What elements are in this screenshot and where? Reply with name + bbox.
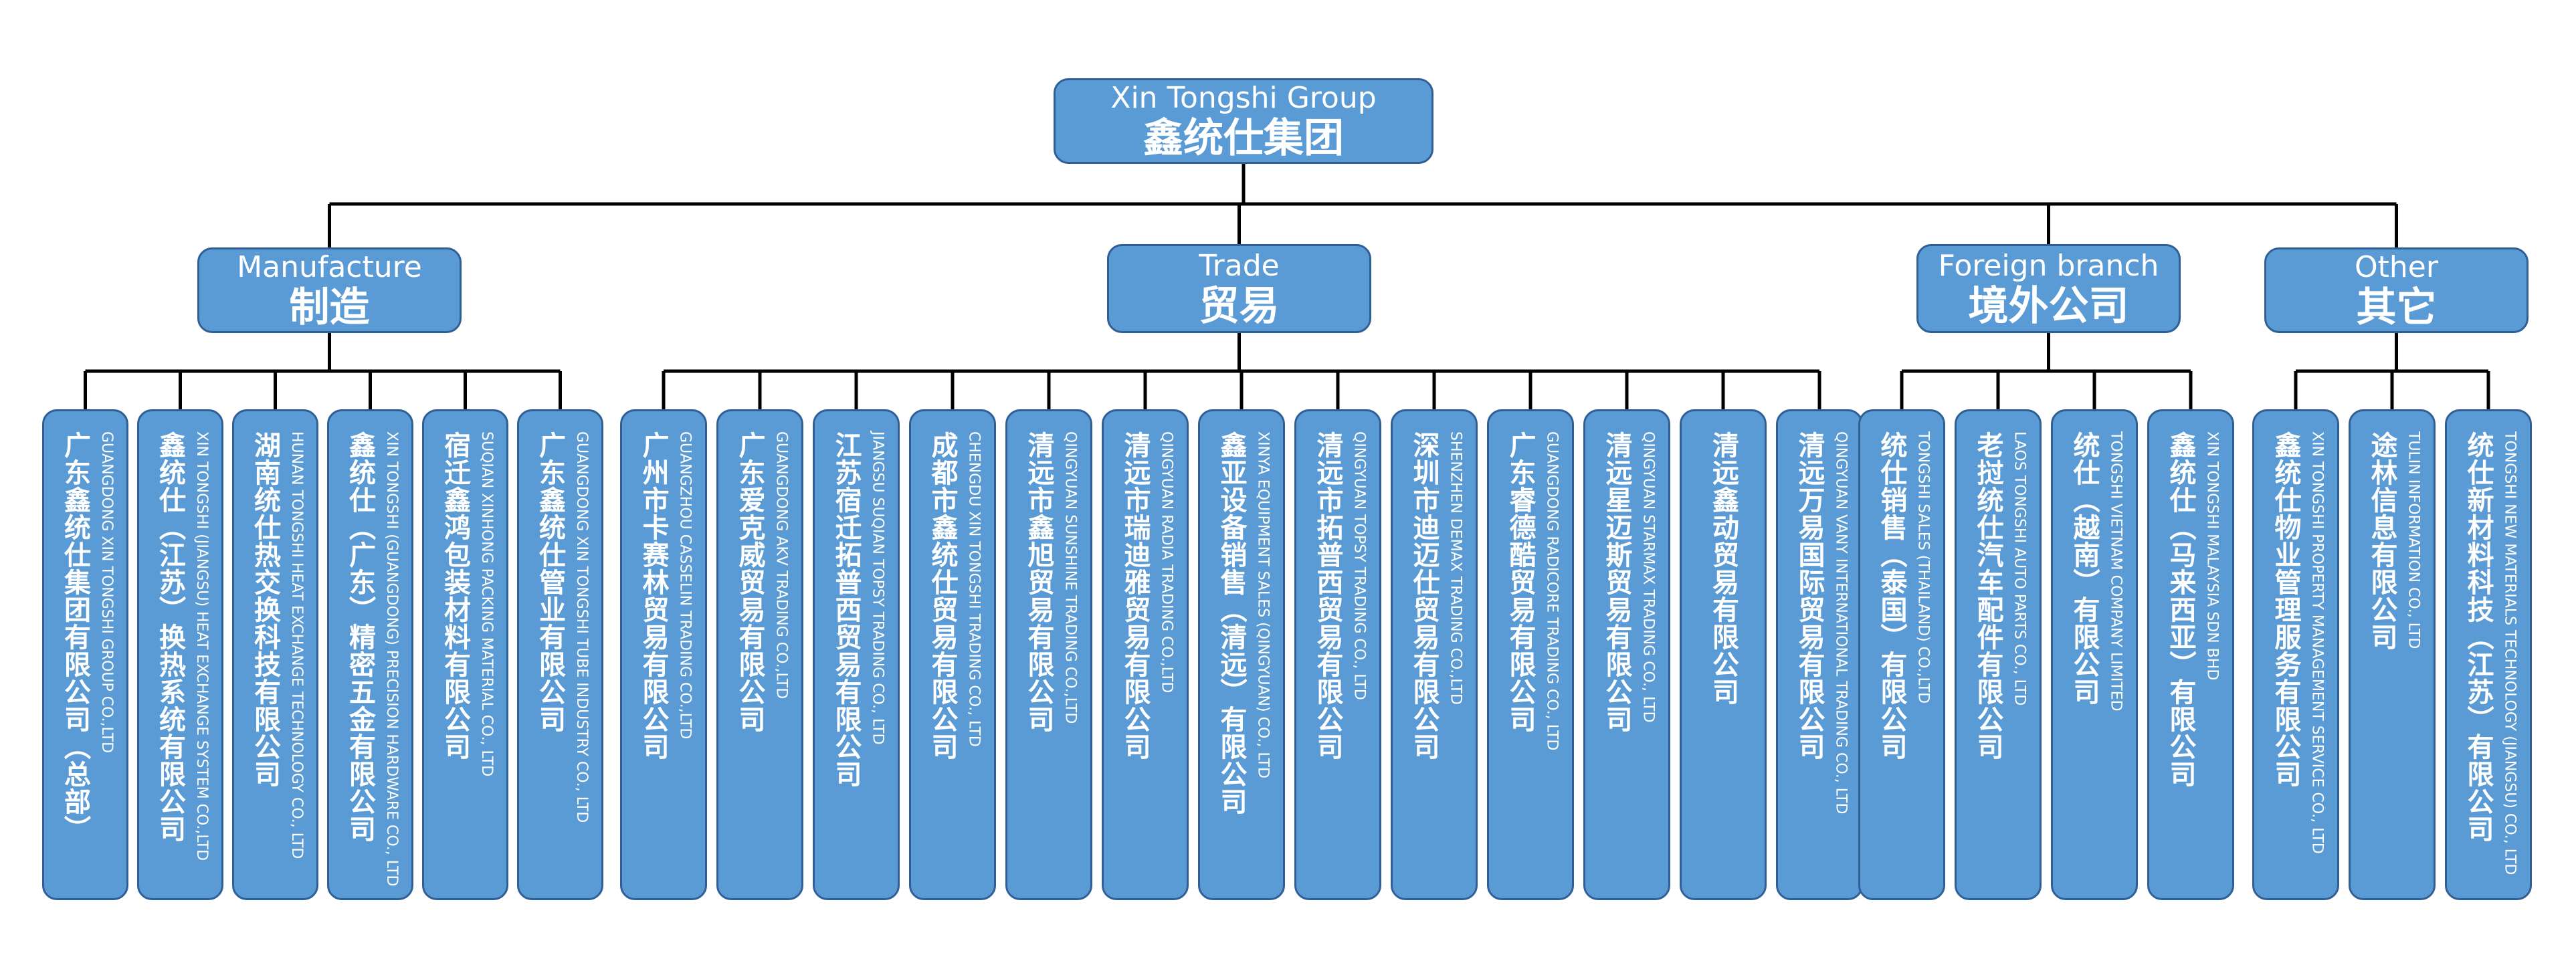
category-name-en: Trade [1199, 248, 1280, 283]
company-name-en: TULIN INFORMATION CO., LTD [2405, 431, 2422, 649]
company-name-en: TONGSHI SALES (THAILAND) CO.,LTD [1914, 431, 1932, 704]
company-name-zh: 鑫统仕（广东）精密五金有限公司 [344, 431, 375, 843]
company-name-en: TONGSHI NEW MATERIALS TECHNOLOGY (JIANGS… [2501, 431, 2518, 875]
company-name-en: XIN TONGSHI (GUANGDONG) PRECISION HARDWA… [383, 431, 400, 887]
company-name-zh: 广东鑫统仕集团有限公司（总部） [60, 431, 90, 843]
company-name-zh: 成都市鑫统仕贸易有限公司 [926, 431, 958, 760]
company-name-zh: 清远鑫动贸易有限公司 [1708, 431, 1739, 706]
company-node-trade[interactable]: SHENZHEN DEMAX TRADING CO.,LTD 深圳市迪迈仕贸易有限… [1391, 409, 1478, 900]
category-name-zh: 其它 [2356, 284, 2437, 331]
company-node-trade[interactable]: GUANGDONG AKV TRADING CO.,LTD 广东爱克威贸易有限公司 [716, 409, 803, 900]
company-node-manufacture[interactable]: XIN TONGSHI (GUANGDONG) PRECISION HARDWA… [327, 409, 413, 900]
company-name-zh: 广东鑫统仕管业有限公司 [534, 431, 565, 733]
company-node-other[interactable]: TULIN INFORMATION CO., LTD 途林信息有限公司 [2349, 409, 2436, 900]
root-name-en: Xin Tongshi Group [1110, 81, 1377, 115]
company-name-en: QINGYUAN VANY INTERNATIONAL TRADING CO.,… [1832, 431, 1850, 815]
company-node-trade[interactable]: 清远鑫动贸易有限公司 [1680, 409, 1767, 900]
company-name-zh: 广东睿德酷贸易有限公司 [1504, 431, 1536, 733]
company-node-foreign[interactable]: TONGSHI SALES (THAILAND) CO.,LTD 统仕销售（泰国）… [1858, 409, 1945, 900]
company-name-en: XIN TONGSHI MALAYSIA SDN BHD [2203, 431, 2221, 681]
company-name-en: TONGSHI VIETNAM COMPANY LIMITED [2107, 431, 2124, 712]
company-node-manufacture[interactable]: HUNAN TONGSHI HEAT EXCHANGE TECHNOLOGY C… [232, 409, 318, 900]
category-name-en: Other [2355, 250, 2438, 284]
company-name-zh: 途林信息有限公司 [2366, 431, 2397, 651]
company-name-en: GUANGDONG AKV TRADING CO.,LTD [773, 431, 790, 700]
company-name-zh: 统仕销售（泰国）有限公司 [1876, 431, 1907, 760]
company-name-en: QINGYUAN STARMAX TRADING CO., LTD [1640, 431, 1657, 723]
company-node-trade[interactable]: QINGYUAN VANY INTERNATIONAL TRADING CO.,… [1776, 409, 1863, 900]
company-name-zh: 清远市鑫旭贸易有限公司 [1023, 431, 1054, 733]
company-node-other[interactable]: XIN TONGSHI PROPERTY MANAGEMENT SERVICE … [2252, 409, 2339, 900]
company-node-other[interactable]: TONGSHI NEW MATERIALS TECHNOLOGY (JIANGS… [2445, 409, 2532, 900]
company-node-trade[interactable]: JIANGSU SUQIAN TOPSY TRADING CO., LTD 江苏宿… [813, 409, 900, 900]
company-node-trade[interactable]: GUANGZHOU CASSELIN TRADING CO.,LTD 广州市卡赛林… [620, 409, 707, 900]
company-name-zh: 统仕（越南）有限公司 [2068, 431, 2100, 706]
category-other[interactable]: Other 其它 [2264, 247, 2529, 333]
company-node-trade[interactable]: XINYA EQUIPMENT SALES (QINGYUAN) CO., LT… [1198, 409, 1285, 900]
company-node-foreign[interactable]: XIN TONGSHI MALAYSIA SDN BHD 鑫统仕（马来西亚）有限公… [2147, 409, 2234, 900]
category-name-en: Foreign branch [1938, 248, 2159, 283]
company-name-zh: 统仕新材料科技（江苏）有限公司 [2462, 431, 2494, 843]
company-name-zh: 深圳市迪迈仕贸易有限公司 [1408, 431, 1440, 760]
company-node-trade[interactable]: CHENGDU XIN TONGSHI TRADING CO., LTD 成都市鑫… [909, 409, 996, 900]
company-name-zh: 清远市拓普西贸易有限公司 [1312, 431, 1343, 760]
company-name-zh: 湖南统仕热交换科技有限公司 [250, 431, 280, 788]
company-node-trade[interactable]: QINGYUAN TOPSY TRADING CO., LTD 清远市拓普西贸易有… [1294, 409, 1381, 900]
company-node-manufacture[interactable]: XIN TONGSHI (JIANGSU) HEAT EXCHANGE SYST… [137, 409, 223, 900]
company-node-foreign[interactable]: LAOS TONGSHI AUTO PARTS CO., LTD 老挝统仕汽车配件… [1955, 409, 2042, 900]
company-name-zh: 清远万易国际贸易有限公司 [1793, 431, 1825, 760]
category-trade[interactable]: Trade 贸易 [1107, 244, 1371, 333]
category-foreign-branch[interactable]: Foreign branch 境外公司 [1916, 244, 2181, 333]
root-node[interactable]: Xin Tongshi Group 鑫统仕集团 [1054, 78, 1433, 164]
company-name-en: XIN TONGSHI PROPERTY MANAGEMENT SERVICE … [2308, 431, 2326, 854]
company-name-zh: 老挝统仕汽车配件有限公司 [1972, 431, 2003, 760]
company-node-manufacture[interactable]: GUANGDONG XIN TONGSHI TUBE INDUSTRY CO.,… [517, 409, 603, 900]
company-name-en: GUANGDONG XIN TONGSHI GROUP CO.,LTD [98, 431, 115, 754]
company-name-en: LAOS TONGSHI AUTO PARTS CO., LTD [2011, 431, 2028, 706]
company-name-zh: 鑫统仕（江苏）换热系统有限公司 [155, 431, 185, 843]
company-name-en: GUANGZHOU CASSELIN TRADING CO.,LTD [676, 431, 694, 740]
category-name-zh: 制造 [289, 284, 370, 331]
company-name-en: HUNAN TONGSHI HEAT EXCHANGE TECHNOLOGY C… [288, 431, 305, 859]
company-name-en: QINGYUAN TOPSY TRADING CO., LTD [1351, 431, 1368, 700]
company-name-en: SUQIAN XINHONG PACKING MATERIAL CO., LTD [478, 431, 495, 777]
company-name-en: XIN TONGSHI (JIANGSU) HEAT EXCHANGE SYST… [193, 431, 210, 861]
company-node-trade[interactable]: QINGYUAN STARMAX TRADING CO., LTD 清远星迈斯贸易… [1583, 409, 1670, 900]
company-name-en: GUANGDONG RADICORE TRADING CO., LTD [1543, 431, 1561, 751]
company-name-zh: 广东爱克威贸易有限公司 [734, 431, 765, 733]
company-node-manufacture[interactable]: GUANGDONG XIN TONGSHI GROUP CO.,LTD 广东鑫统仕… [42, 409, 128, 900]
category-name-zh: 贸易 [1199, 282, 1280, 330]
category-name-zh: 境外公司 [1968, 282, 2129, 330]
company-name-zh: 鑫统仕物业管理服务有限公司 [2270, 431, 2301, 788]
company-name-zh: 清远市瑞迪雅贸易有限公司 [1119, 431, 1151, 760]
company-name-en: GUANGDONG XIN TONGSHI TUBE INDUSTRY CO.,… [573, 431, 590, 823]
company-name-zh: 江苏宿迁拓普西贸易有限公司 [830, 431, 862, 788]
company-name-en: CHENGDU XIN TONGSHI TRADING CO., LTD [965, 431, 983, 747]
company-name-zh: 鑫亚设备销售（清远）有限公司 [1215, 431, 1247, 815]
company-node-trade[interactable]: QINGYUAN SUNSHINE TRADING CO.,LTD 清远市鑫旭贸易… [1005, 409, 1092, 900]
company-name-en: SHENZHEN DEMAX TRADING CO.,LTD [1447, 431, 1464, 705]
company-name-zh: 宿迁鑫鸿包装材料有限公司 [439, 431, 470, 760]
company-name-en: XINYA EQUIPMENT SALES (QINGYUAN) CO., LT… [1254, 431, 1272, 778]
company-node-foreign[interactable]: TONGSHI VIETNAM COMPANY LIMITED 统仕（越南）有限公… [2051, 409, 2138, 900]
company-name-zh: 鑫统仕（马来西亚）有限公司 [2165, 431, 2196, 788]
company-name-en: QINGYUAN SUNSHINE TRADING CO.,LTD [1062, 431, 1079, 724]
company-name-en: JIANGSU SUQIAN TOPSY TRADING CO., LTD [869, 431, 886, 745]
company-name-zh: 广州市卡赛林贸易有限公司 [637, 431, 669, 760]
company-node-trade[interactable]: GUANGDONG RADICORE TRADING CO., LTD 广东睿德酷… [1487, 409, 1574, 900]
company-name-en: QINGYUAN RADIA TRADING CO.,LTD [1158, 431, 1175, 693]
company-name-zh: 清远星迈斯贸易有限公司 [1601, 431, 1632, 733]
company-node-trade[interactable]: QINGYUAN RADIA TRADING CO.,LTD 清远市瑞迪雅贸易有限… [1102, 409, 1189, 900]
root-name-zh: 鑫统仕集团 [1143, 115, 1344, 162]
category-manufacture[interactable]: Manufacture 制造 [197, 247, 462, 333]
category-name-en: Manufacture [237, 250, 422, 284]
company-node-manufacture[interactable]: SUQIAN XINHONG PACKING MATERIAL CO., LTD… [422, 409, 508, 900]
